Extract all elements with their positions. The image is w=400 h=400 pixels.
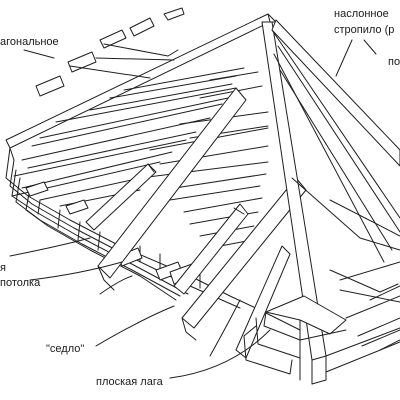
ceiling-label-line2: потолка bbox=[0, 277, 41, 289]
leader-lines bbox=[9, 39, 400, 379]
hip-rafter-label-line1: наслонное bbox=[334, 8, 389, 20]
jack-rafter-1 bbox=[85, 163, 157, 231]
right-beams bbox=[325, 261, 400, 373]
jack-rafter-4 bbox=[181, 177, 307, 341]
saddle-label: "седло" bbox=[46, 343, 85, 355]
flat-plate-label: плоская лага bbox=[96, 376, 163, 388]
diagonal-rafter-label: агональное bbox=[0, 36, 59, 48]
saddle-block bbox=[243, 295, 347, 375]
right-hip-rafter bbox=[271, 19, 400, 167]
top-rafter-tails bbox=[35, 7, 185, 97]
jack-rafter-3 bbox=[173, 203, 249, 295]
jack-rafter-2 bbox=[97, 87, 247, 291]
roof-drawing bbox=[5, 7, 400, 385]
right-edge-label: пот bbox=[388, 56, 400, 68]
ceiling-label-line1: я bbox=[0, 262, 6, 274]
hip-rafter-label-line2: стропило (р bbox=[334, 24, 395, 36]
